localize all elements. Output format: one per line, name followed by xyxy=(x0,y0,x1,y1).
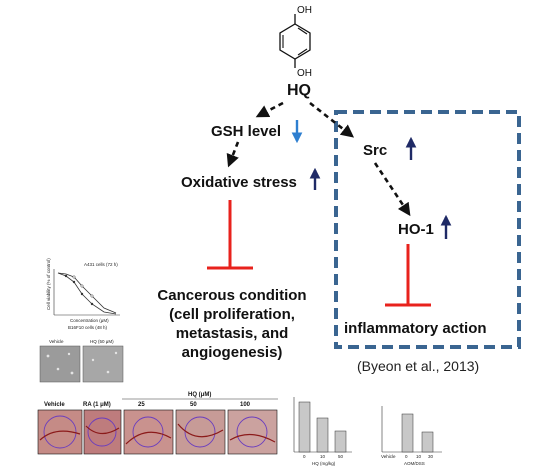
bar2-xlabel: AOM/DSS xyxy=(404,461,425,466)
line-plot-xlabel: Concentration (μM) xyxy=(70,318,109,323)
bar2-tick: Vehicle xyxy=(381,454,396,459)
thumb-angiogenesis-strip: HQ (μM) Vehicle RA (1 μM) 25 50 100 xyxy=(37,392,278,455)
bar2-tick: 30 xyxy=(428,454,434,459)
inhibit-ho1-to-inflammatory xyxy=(385,244,431,307)
strip-label: Vehicle xyxy=(44,402,65,408)
strip-header: HQ (μM) xyxy=(188,392,211,398)
strip-label: RA (1 μM) xyxy=(83,402,111,408)
node-oxidative-stress: Oxidative stress xyxy=(181,174,297,191)
thumb-microscopy: B16F10 cells (48 h) Vehicle HQ (50 μM) xyxy=(39,325,124,383)
bar1-tick: 10 xyxy=(320,454,326,459)
node-gsh-level: GSH level xyxy=(211,123,281,140)
cancer-line: metastasis, and xyxy=(176,325,289,342)
bar xyxy=(401,413,414,453)
micro-right-label: HQ (50 μM) xyxy=(90,339,114,344)
micro-title: B16F10 cells (48 h) xyxy=(68,325,108,330)
arrow-src-to-ho1 xyxy=(373,162,411,217)
thumb-bar-chart-2: Vehicle 0 10 30 AOM/DSS xyxy=(381,406,442,466)
arrow-gsh-to-oxidative xyxy=(226,141,240,168)
bar xyxy=(316,417,329,453)
bar xyxy=(298,401,311,453)
micro-left-label: Vehicle xyxy=(49,339,64,344)
thumb-bar-chart-1: 0 10 50 HQ (mg/kg) xyxy=(293,397,352,466)
cancer-line: (cell proliferation, xyxy=(169,306,295,323)
citation-text: (Byeon et al., 2013) xyxy=(357,358,479,374)
bar2-tick: 0 xyxy=(405,454,408,459)
bar1-xlabel: HQ (mg/kg) xyxy=(312,461,336,466)
bar1-tick: 50 xyxy=(338,454,344,459)
oh-bottom-label: OH xyxy=(297,68,312,79)
strip-label: 25 xyxy=(138,402,145,408)
bar xyxy=(421,431,434,453)
bar1-tick: 0 xyxy=(303,454,306,459)
cancer-line: angiogenesis) xyxy=(182,344,283,361)
bar2-tick: 10 xyxy=(416,454,422,459)
inhibit-oxidative-to-cancer xyxy=(207,200,253,270)
bar xyxy=(334,430,347,453)
node-hq: HQ xyxy=(287,82,311,99)
line-plot-ylabel: Cell viability (% of control) xyxy=(46,258,51,310)
micro-image-hq xyxy=(82,345,124,383)
strip-label: 100 xyxy=(240,402,251,408)
node-cancerous-condition: Cancerous condition (cell proliferation,… xyxy=(157,287,306,361)
arrow-hq-to-gsh xyxy=(255,101,284,118)
micro-image-vehicle xyxy=(39,345,81,383)
oh-top-label: OH xyxy=(297,5,312,16)
thumb-line-plot: A431 cells (72 h) Concentration (μM) Cel… xyxy=(46,258,120,323)
line-plot-title: A431 cells (72 h) xyxy=(84,262,118,267)
arrow-hq-to-src xyxy=(309,101,355,138)
cancer-line: Cancerous condition xyxy=(157,287,306,304)
node-ho1: HO-1 xyxy=(398,221,434,238)
hydroquinone-structure: OH OH xyxy=(279,5,312,79)
node-inflammatory-action: inflammatory action xyxy=(344,320,487,337)
node-src: Src xyxy=(363,142,387,159)
inflammation-dashed-box xyxy=(334,110,521,349)
strip-label: 50 xyxy=(190,402,197,408)
